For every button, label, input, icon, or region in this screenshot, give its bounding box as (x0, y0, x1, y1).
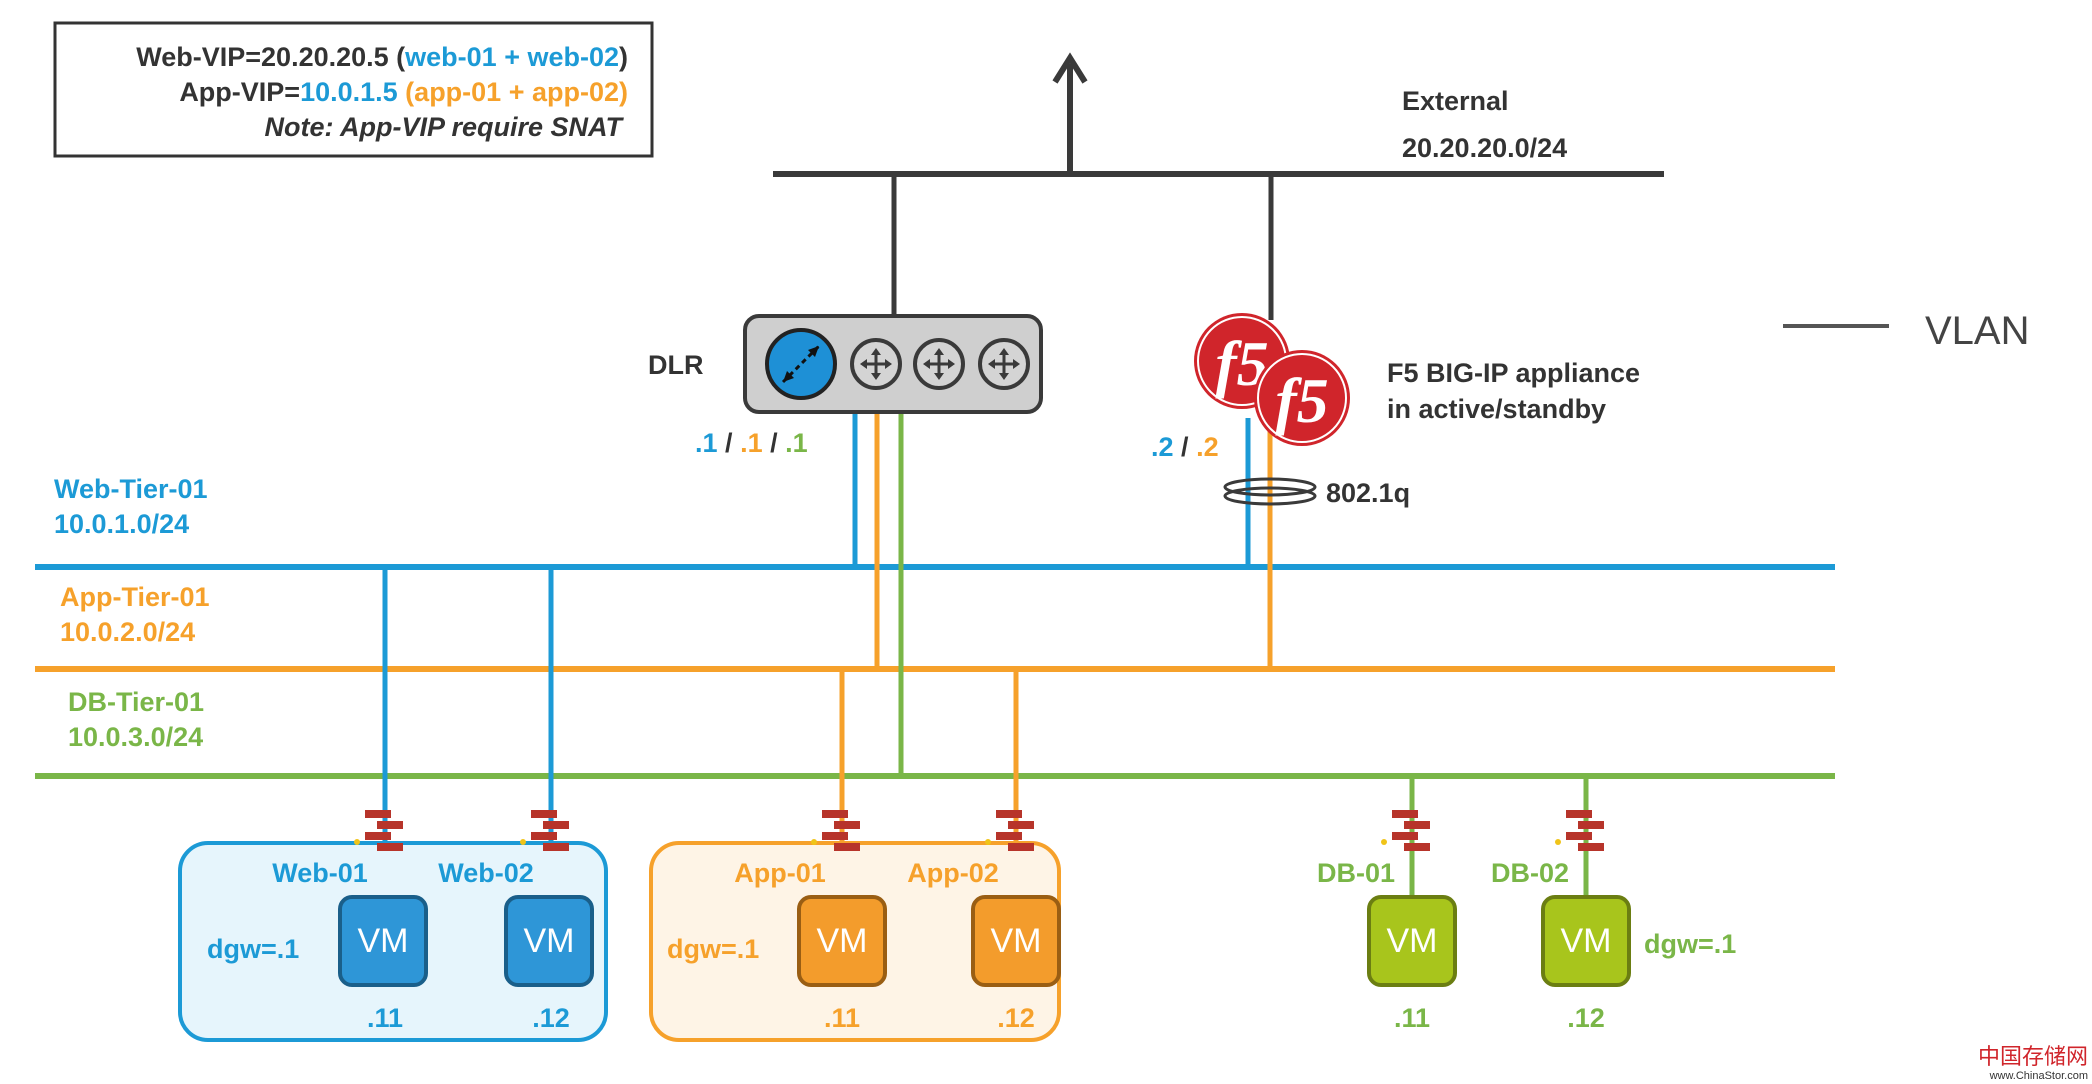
router-icon (850, 338, 902, 390)
vm-app-01 (797, 895, 887, 987)
web-tier-subnet: 10.0.1.0/24 (54, 509, 189, 539)
vm-db-02 (1541, 895, 1631, 987)
trunk-ring-icon (1223, 486, 1317, 506)
vm-name-app-02: App-02 (907, 858, 999, 888)
external-subnet: 20.20.20.0/24 (1402, 133, 1567, 163)
db-tier-name: DB-Tier-01 (68, 687, 204, 717)
vm-web-02 (504, 895, 594, 987)
vm-db-01 (1367, 895, 1457, 987)
router-icon (913, 338, 965, 390)
vm-name-db-02: DB-02 (1491, 858, 1569, 888)
app-dgw-label: dgw=.1 (667, 934, 759, 964)
vm-ip-db-02: .12 (1567, 1003, 1605, 1033)
web-tier-name: Web-Tier-01 (54, 474, 208, 504)
vm-name-app-01: App-01 (734, 858, 826, 888)
firewall-icon (354, 810, 403, 851)
dlr-interface-ips: .1 / .1 / .1 (695, 428, 808, 458)
dlr-label: DLR (648, 350, 704, 380)
vm-label: VM (1387, 922, 1438, 960)
app-vip-line: App-VIP=10.0.1.5 (app-01 + app-02) (179, 77, 628, 107)
vm-ip-web-02: .12 (532, 1003, 570, 1033)
f5-logo-standby-icon: f5 (1254, 350, 1350, 446)
watermark-brand: 中国存储网 (1978, 1045, 2088, 1070)
f5-interface-ips: .2 / .2 (1151, 432, 1219, 462)
vm-name-web-01: Web-01 (272, 858, 368, 888)
vm-label: VM (358, 922, 409, 960)
snat-note: Note: App-VIP require SNAT (264, 112, 624, 142)
uplink-arrow-icon (1052, 52, 1088, 84)
web-dgw-label: dgw=.1 (207, 934, 299, 964)
vm-ip-app-02: .12 (997, 1003, 1035, 1033)
f5-title-line2: in active/standby (1387, 394, 1606, 424)
watermark-url: www.ChinaStor.com (1989, 1070, 2088, 1082)
firewall-icon (811, 810, 860, 851)
vlan-legend-label: VLAN (1925, 309, 2030, 353)
vm-app-02 (971, 895, 1061, 987)
firewall-icon (1555, 810, 1604, 851)
vm-label: VM (1561, 922, 1612, 960)
web-vip-line: Web-VIP=20.20.20.5 (web-01 + web-02) (136, 42, 628, 72)
vm-web-01 (338, 895, 428, 987)
trunk-label: 802.1q (1326, 478, 1410, 508)
vm-name-db-01: DB-01 (1317, 858, 1395, 888)
firewall-icon (1381, 810, 1430, 851)
vm-name-web-02: Web-02 (438, 858, 534, 888)
dlr-distributed-router-icon (765, 328, 837, 400)
external-label: External (1402, 86, 1509, 116)
firewall-icon (985, 810, 1034, 851)
trunk-ring-icon (1223, 477, 1317, 497)
vm-label: VM (817, 922, 868, 960)
vm-label: VM (524, 922, 575, 960)
legend-box (53, 21, 654, 158)
app-tier-subnet: 10.0.2.0/24 (60, 617, 195, 647)
vm-ip-db-01: .11 (1394, 1003, 1430, 1033)
svg-text:f5: f5 (1275, 365, 1328, 436)
f5-title-line1: F5 BIG-IP appliance (1387, 358, 1640, 388)
router-icon (978, 338, 1030, 390)
app-tier-name: App-Tier-01 (60, 582, 210, 612)
vm-ip-web-01: .11 (367, 1003, 403, 1033)
firewall-icon (520, 810, 569, 851)
vm-label: VM (991, 922, 1042, 960)
db-tier-subnet: 10.0.3.0/24 (68, 722, 203, 752)
vm-ip-app-01: .11 (824, 1003, 860, 1033)
db-dgw-label: dgw=.1 (1644, 929, 1736, 959)
